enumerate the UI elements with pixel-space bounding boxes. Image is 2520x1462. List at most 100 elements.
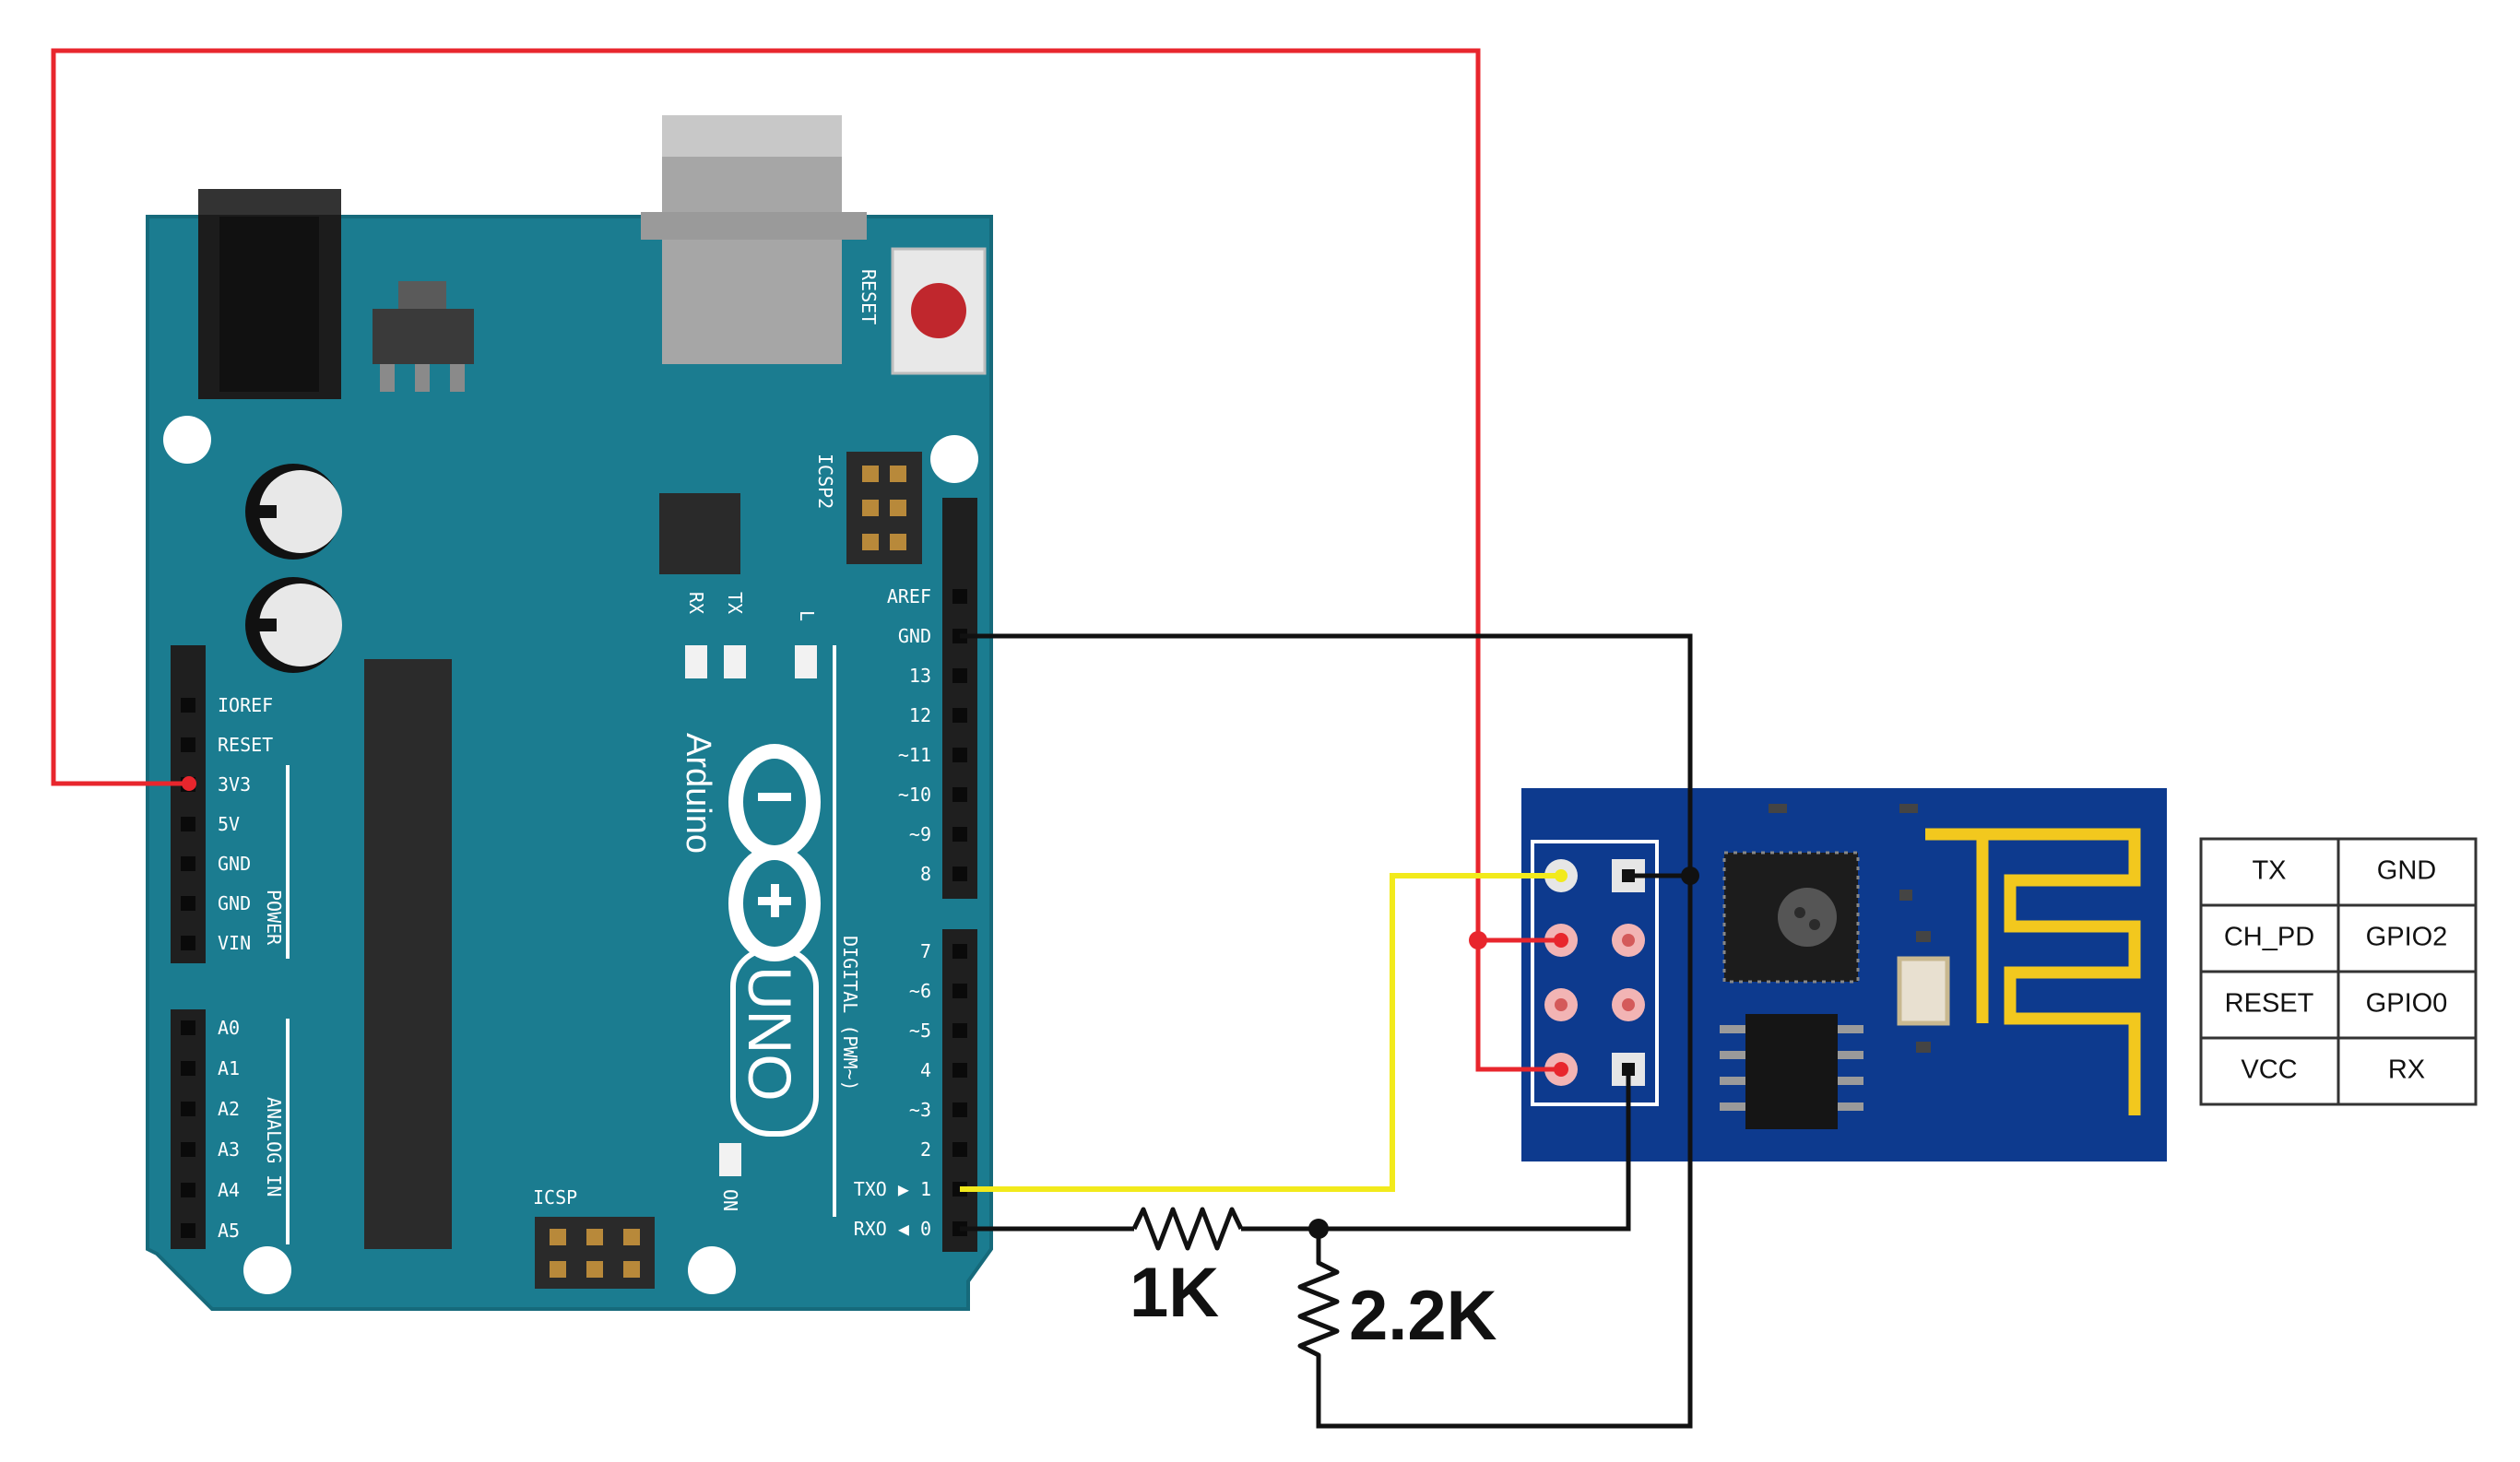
l-led — [795, 645, 817, 678]
header-pin — [952, 787, 967, 802]
usb-connector — [641, 115, 867, 364]
junction-dot — [1681, 867, 1699, 885]
header-pin — [952, 1142, 967, 1157]
icsp2-label: ICSP2 — [814, 454, 836, 509]
pin-label: 5V — [218, 813, 240, 835]
l-led-label: L — [796, 610, 818, 621]
uno-badge — [730, 947, 819, 1137]
reset-label: RESET — [858, 269, 880, 324]
pin-label: ~10 — [898, 784, 931, 806]
pinout-cell: RESET — [2225, 989, 2314, 1019]
mounting-hole — [688, 1246, 736, 1294]
pin-dot — [1622, 934, 1635, 947]
smd-component — [1899, 804, 1918, 813]
header-pin — [181, 1061, 195, 1076]
header-pin — [952, 944, 967, 959]
header-pin — [952, 984, 967, 998]
pin-label: ~9 — [909, 823, 931, 845]
icsp-header — [535, 1217, 655, 1289]
arduino-uno-board: RESET ICSP2 — [146, 115, 993, 1311]
wire-yellow-tx — [960, 873, 1561, 1192]
junction-dot — [182, 776, 196, 791]
icsp-label: ICSP — [533, 1186, 577, 1209]
pin-label: GND — [218, 853, 251, 875]
pin-label: 3V3 — [218, 773, 251, 796]
header-pin — [181, 1142, 195, 1157]
pin-label: ~5 — [909, 1020, 931, 1042]
pinout-cell: RX — [2388, 1055, 2425, 1085]
wire-black-rx-2 — [1241, 1069, 1631, 1232]
header-pin — [181, 1102, 195, 1116]
power-header — [171, 645, 206, 963]
brand-label: Arduino — [679, 733, 717, 854]
pin-label: GND — [218, 892, 251, 914]
resistor-2-2k-label: 2.2K — [1349, 1277, 1497, 1355]
header-pin — [952, 1023, 967, 1038]
pin-label: TXO ▶ 1 — [854, 1178, 931, 1200]
header-pin — [952, 827, 967, 842]
analog-header-label: ANALOG IN — [263, 1097, 285, 1197]
pin-label: 8 — [920, 863, 931, 885]
pin-label: A5 — [218, 1220, 240, 1242]
pinout-cell: CH_PD — [2224, 923, 2314, 952]
header-pin — [952, 708, 967, 723]
capacitor — [245, 577, 342, 673]
pin-label: A0 — [218, 1017, 240, 1039]
header-pin — [952, 1102, 967, 1117]
on-led — [719, 1143, 741, 1176]
header-pin — [181, 1020, 195, 1035]
pin-label: 12 — [909, 704, 931, 726]
pinout-cell: TX — [2252, 856, 2286, 886]
header-pin — [181, 896, 195, 911]
reset-button — [891, 247, 987, 375]
pin-dot — [1622, 998, 1635, 1011]
pin-label: A1 — [218, 1057, 240, 1079]
header-pin — [181, 856, 195, 871]
pin-dot — [1555, 998, 1568, 1011]
dc-jack — [198, 189, 341, 399]
capacitor — [245, 464, 342, 560]
voltage-regulator — [373, 281, 474, 392]
on-led-label: ON — [719, 1189, 741, 1211]
junction-dot — [1469, 931, 1487, 949]
analog-pins — [181, 1020, 195, 1238]
icsp2-header — [846, 452, 922, 564]
digital-header-bottom — [942, 929, 977, 1252]
esp01-module — [1521, 788, 2167, 1161]
pin-label: 4 — [920, 1059, 931, 1081]
header-pin — [952, 668, 967, 683]
header-pin — [181, 1223, 195, 1238]
smd-component — [1899, 890, 1912, 901]
header-pin — [952, 748, 967, 762]
pin-label: IOREF — [218, 694, 273, 716]
wire-black-gnd — [960, 633, 1693, 1429]
arduino-logo — [728, 744, 821, 961]
mounting-hole — [163, 416, 211, 464]
header-pin — [181, 817, 195, 831]
header-pin — [181, 698, 195, 713]
antenna-trace — [1925, 828, 2141, 1115]
usb-chip — [659, 493, 740, 574]
esp01-pin-frame — [1531, 840, 1659, 1106]
pin-label: 2 — [920, 1138, 931, 1161]
pin-label: VIN — [218, 932, 251, 954]
header-pin — [181, 737, 195, 752]
pinout-cell: VCC — [2241, 1055, 2297, 1085]
pin-label: 13 — [909, 665, 931, 687]
atmega-chip — [364, 659, 452, 1249]
pin-label: A4 — [218, 1179, 240, 1201]
pin-label: ~11 — [898, 744, 931, 766]
crystal — [1897, 956, 1950, 1026]
power-pin-labels: IOREF RESET 3V3 5V GND GND VIN — [218, 694, 273, 954]
mounting-hole — [243, 1246, 291, 1294]
pin-label: GND — [898, 625, 931, 647]
pin-label: A2 — [218, 1098, 240, 1120]
pinout-cell: GPIO0 — [2366, 989, 2448, 1019]
pin-label: RESET — [218, 734, 273, 756]
header-pin — [181, 936, 195, 950]
